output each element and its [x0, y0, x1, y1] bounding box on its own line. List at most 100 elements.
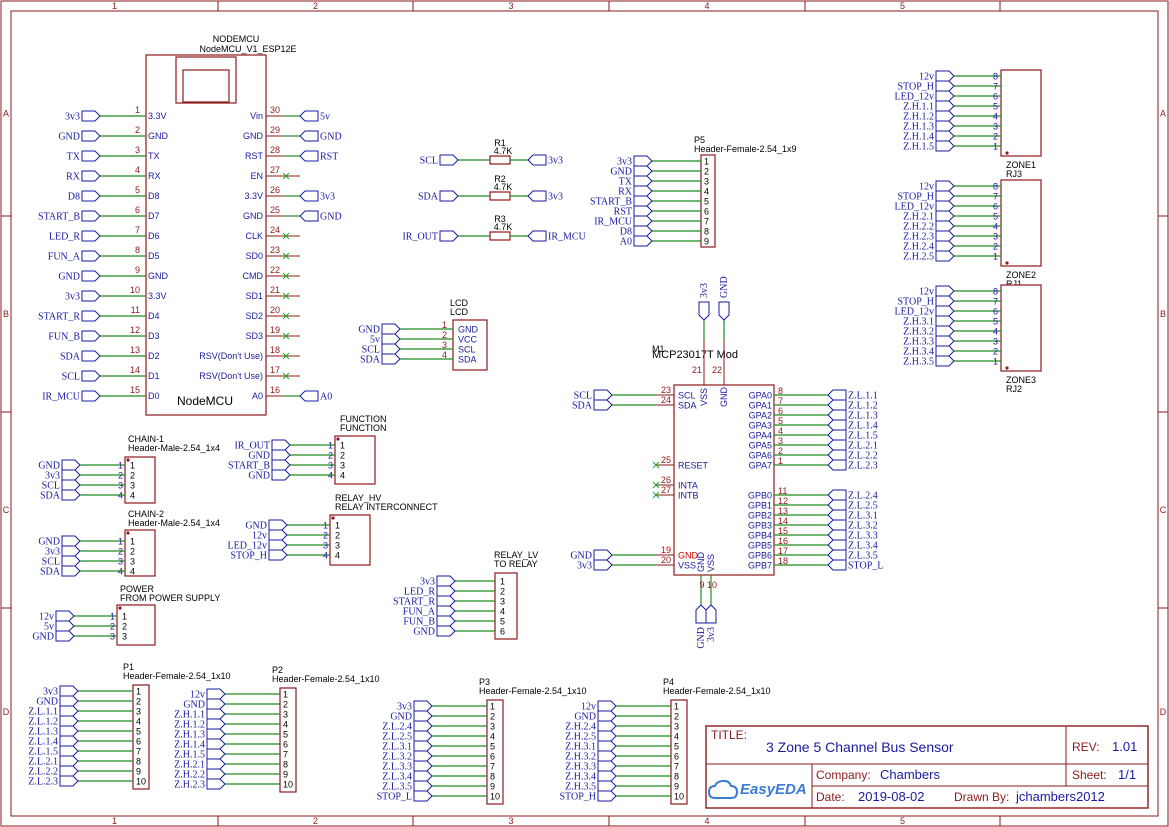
- part-name: NodeMCU: [177, 394, 233, 408]
- zone-connector-2: ZONE2RJ1812v7STOP_H6LED_12v5Z.H.2.14Z.H.…: [895, 179, 1042, 289]
- pin-number: 6: [283, 740, 288, 750]
- net-label: D8: [620, 227, 632, 238]
- pin-label: GPA7: [749, 461, 772, 471]
- pin-number: 1: [323, 521, 328, 531]
- pin-number: 4: [323, 551, 328, 561]
- net-label: 3v3: [706, 627, 717, 642]
- net-label: SDA: [360, 355, 381, 366]
- pin-number: 21: [692, 365, 702, 375]
- pin-number: 2: [490, 712, 495, 722]
- rev-value: 1.01: [1112, 739, 1137, 754]
- net-label: LED_12v: [228, 541, 267, 552]
- net-label: Z.L.1.2: [28, 717, 58, 728]
- net-flag: [299, 150, 319, 162]
- net-label: 3v3: [65, 112, 80, 123]
- part-ref: P3: [479, 677, 490, 687]
- net-label: Z.L.2.1: [28, 757, 58, 768]
- pin-number: 4: [328, 471, 333, 481]
- net-label: SDA: [418, 192, 439, 203]
- net-flag: [527, 190, 547, 202]
- header-p5: P5Header-Female-2.54_1x913v32GND3TX4RX5S…: [590, 135, 797, 248]
- pin-number: 9: [135, 265, 140, 275]
- net-flag: [206, 748, 226, 760]
- net-label: Z.H.2.3: [903, 232, 934, 243]
- pin-label: GPB4: [748, 531, 772, 541]
- net-flag: [299, 110, 319, 122]
- pin-number: 24: [661, 395, 671, 405]
- net-label: A0: [620, 237, 632, 248]
- pin-number: 4: [136, 717, 141, 727]
- net-flag: [633, 235, 653, 247]
- pin-number: 4: [118, 567, 123, 577]
- part-ref: FUNCTION: [340, 414, 387, 424]
- part-value: Header-Female-2.54_1x10: [479, 686, 587, 696]
- pin-number: 17: [270, 365, 280, 375]
- net-label: 3v3: [45, 471, 60, 482]
- pin-number: 4: [118, 491, 123, 501]
- pin-number: 5: [500, 617, 505, 627]
- net-label: Z.H.2.2: [903, 222, 934, 233]
- net-label: Z.L.3.2: [382, 752, 412, 763]
- pin-label: GND: [458, 325, 479, 335]
- part-ref: RELAY_LV: [494, 550, 538, 560]
- pin-number: 9: [283, 770, 288, 780]
- pin-number: 1: [778, 456, 783, 466]
- part-value: 4.7K: [494, 146, 513, 156]
- pin-label: SCL: [678, 391, 696, 401]
- net-flag: [81, 230, 101, 242]
- components: NODEMCUNodeMCU_V1_ESP12ENodeMCU13.3V3v32…: [28, 34, 1042, 805]
- net-label: GND: [320, 212, 342, 223]
- net-flag: [935, 250, 955, 262]
- pin-number: 19: [661, 545, 671, 555]
- net-flag: [935, 240, 955, 252]
- net-label: 3v3: [320, 192, 335, 203]
- net-label: SDA: [572, 401, 593, 412]
- pin-number: 8: [993, 72, 998, 82]
- net-flag: [935, 80, 955, 92]
- pin-number: 6: [500, 627, 505, 637]
- net-flag: [59, 715, 79, 727]
- net-label: IR_MCU: [42, 392, 81, 403]
- pin-number: 2: [674, 712, 679, 722]
- part-value: Header-Female-2.54_1x10: [272, 674, 380, 684]
- net-flag: [935, 315, 955, 327]
- net-label: 3v3: [548, 192, 563, 203]
- pin-number: 2: [442, 330, 447, 340]
- net-label: Z.H.3.3: [903, 337, 934, 348]
- net-label: TX: [67, 152, 81, 163]
- net-label: SCL: [42, 557, 60, 568]
- net-label: 5v: [370, 335, 380, 346]
- pin-label: D0: [148, 391, 160, 401]
- net-flag: [439, 190, 459, 202]
- pin-label: CMD: [243, 271, 264, 281]
- net-flag: [527, 154, 547, 166]
- net-flag: [935, 345, 955, 357]
- net-label: START_R: [38, 312, 80, 323]
- pin-label: SD0: [245, 251, 263, 261]
- pin-number: 1: [674, 702, 679, 712]
- net-flag: [55, 630, 75, 642]
- ruler-row-label: B: [1160, 309, 1166, 319]
- net-flag: [633, 205, 653, 217]
- net-flag: [593, 559, 613, 571]
- pin-label: RSV(Don't Use): [199, 371, 263, 381]
- pin-label: SD2: [245, 311, 263, 321]
- net-label: Z.L.1.2: [848, 401, 878, 412]
- pin-number: 12: [778, 496, 788, 506]
- pin-label: GND: [678, 551, 699, 561]
- title-label: TITLE:: [711, 728, 747, 742]
- pin-number: 3: [283, 710, 288, 720]
- pin-number: 4: [500, 607, 505, 617]
- net-label: GND: [38, 537, 60, 548]
- net-flag: [597, 780, 617, 792]
- net-label: Z.H.2.5: [565, 732, 596, 743]
- net-label: Z.H.2.2: [174, 770, 205, 781]
- net-label: Z.L.1.1: [28, 707, 58, 718]
- pin-label: GND: [696, 552, 706, 573]
- net-flag: [61, 489, 81, 501]
- pin-label: GPB3: [748, 521, 772, 531]
- part-ref: ZONE2: [1006, 270, 1036, 280]
- net-label: GND: [32, 632, 54, 643]
